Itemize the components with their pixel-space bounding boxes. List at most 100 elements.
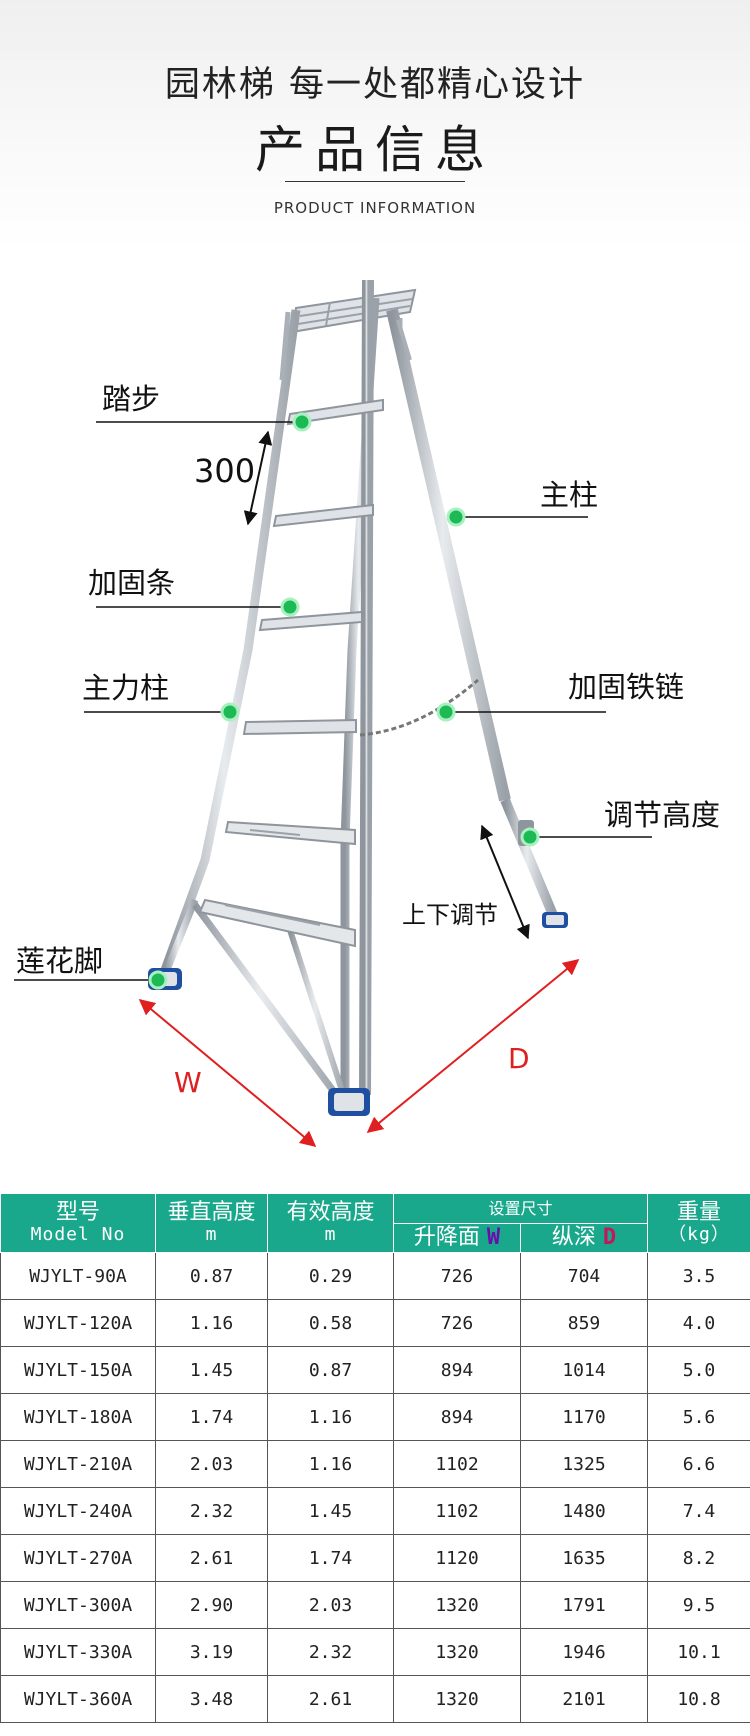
step-spacing-arrow (243, 430, 273, 526)
cell-model: WJYLT-270A (0, 1534, 156, 1582)
cell-effective-height: 2.61 (267, 1675, 394, 1723)
top-platform (290, 288, 417, 334)
cell-effective-height: 1.16 (267, 1440, 394, 1488)
page-title: 产品信息 (255, 121, 495, 179)
cell-lift-face: 726 (393, 1252, 521, 1300)
label-step-spacing: 300 (194, 452, 256, 490)
cell-lift-face: 1102 (393, 1487, 521, 1535)
cell-vertical-height: 2.03 (155, 1440, 268, 1488)
cell-model: WJYLT-120A (0, 1299, 156, 1347)
cell-effective-height: 1.45 (267, 1487, 394, 1535)
header-vertical-height: 垂直高度 m (155, 1193, 268, 1253)
label-tread: 踏步 (102, 382, 161, 416)
cell-weight: 7.4 (647, 1487, 750, 1535)
cell-effective-height: 0.29 (267, 1252, 394, 1300)
cell-depth: 859 (519, 1299, 649, 1347)
cell-depth: 1946 (519, 1628, 649, 1676)
cell-lift-face: 1320 (393, 1581, 521, 1629)
cell-lift-face: 1102 (393, 1440, 521, 1488)
width-arrow (138, 998, 317, 1148)
depth-arrow (366, 958, 580, 1134)
label-chain: 加固铁链 (568, 670, 685, 704)
cell-weight: 4.0 (647, 1299, 750, 1347)
cell-weight: 6.6 (647, 1440, 750, 1488)
cell-model: WJYLT-150A (0, 1346, 156, 1394)
cell-vertical-height: 2.61 (155, 1534, 268, 1582)
cell-weight: 9.5 (647, 1581, 750, 1629)
cell-weight: 10.1 (647, 1628, 750, 1676)
cell-model: WJYLT-180A (0, 1393, 156, 1441)
cell-depth: 1014 (519, 1346, 649, 1394)
cell-effective-height: 1.16 (267, 1393, 394, 1441)
ladder-diagram (14, 279, 652, 1148)
cell-model: WJYLT-240A (0, 1487, 156, 1535)
reinforcing-chain (359, 678, 479, 737)
header-model: 型号 Model No (0, 1193, 156, 1253)
header-setup-size: 设置尺寸 (392, 1193, 649, 1224)
label-main-leg: 主力柱 (82, 671, 170, 705)
main-post (359, 279, 374, 1096)
cell-vertical-height: 1.45 (155, 1346, 268, 1394)
cell-weight: 5.0 (647, 1346, 750, 1394)
cell-model: WJYLT-360A (0, 1675, 156, 1723)
label-width: W (174, 1066, 202, 1099)
cell-model: WJYLT-210A (0, 1440, 156, 1488)
slogan: 园林梯 每一处都精心设计 (164, 65, 586, 105)
cell-model: WJYLT-330A (0, 1628, 156, 1676)
header-lift-face: 升降面 W (393, 1223, 521, 1253)
cell-effective-height: 2.03 (267, 1581, 394, 1629)
cell-effective-height: 0.58 (267, 1299, 394, 1347)
label-lotus-foot: 莲花脚 (16, 944, 104, 978)
callout-markers (148, 412, 540, 990)
page-subtitle: PRODUCT INFORMATION (273, 199, 477, 217)
cell-depth: 1791 (519, 1581, 649, 1629)
label-up-down: 上下调节 (402, 901, 498, 929)
cell-weight: 8.2 (647, 1534, 750, 1582)
spec-table: 型号 Model No 垂直高度 m 有效高度 m 设置尺寸 重量 （kg） 升… (0, 1193, 750, 1723)
cell-vertical-height: 2.90 (155, 1581, 268, 1629)
cell-effective-height: 2.32 (267, 1628, 394, 1676)
cell-lift-face: 726 (393, 1299, 521, 1347)
cell-effective-height: 1.74 (267, 1534, 394, 1582)
cell-depth: 704 (519, 1252, 649, 1300)
ladder-treads (198, 398, 384, 948)
cell-depth: 2101 (519, 1675, 649, 1723)
cell-depth: 1170 (519, 1393, 649, 1441)
cell-weight: 3.5 (647, 1252, 750, 1300)
cell-lift-face: 1320 (393, 1628, 521, 1676)
header-depth: 纵深 D (519, 1223, 649, 1253)
label-main-post: 主柱 (540, 478, 599, 512)
label-brace: 加固条 (88, 566, 176, 600)
cell-lift-face: 894 (393, 1393, 521, 1441)
header-background (0, 0, 750, 250)
cell-vertical-height: 1.16 (155, 1299, 268, 1347)
header-weight: 重量 （kg） (647, 1193, 750, 1253)
title-divider (285, 181, 465, 182)
cell-weight: 10.8 (647, 1675, 750, 1723)
cell-effective-height: 0.87 (267, 1346, 394, 1394)
cell-depth: 1635 (519, 1534, 649, 1582)
cell-weight: 5.6 (647, 1393, 750, 1441)
cell-model: WJYLT-300A (0, 1581, 156, 1629)
cell-vertical-height: 0.87 (155, 1252, 268, 1300)
adjust-arrow (480, 824, 530, 940)
cell-model: WJYLT-90A (0, 1252, 156, 1300)
cell-depth: 1325 (519, 1440, 649, 1488)
header-effective-height: 有效高度 m (267, 1193, 394, 1253)
cell-vertical-height: 1.74 (155, 1393, 268, 1441)
cell-depth: 1480 (519, 1487, 649, 1535)
cell-vertical-height: 3.19 (155, 1628, 268, 1676)
cell-lift-face: 1320 (393, 1675, 521, 1723)
callout-lines (14, 421, 652, 981)
cell-vertical-height: 2.32 (155, 1487, 268, 1535)
